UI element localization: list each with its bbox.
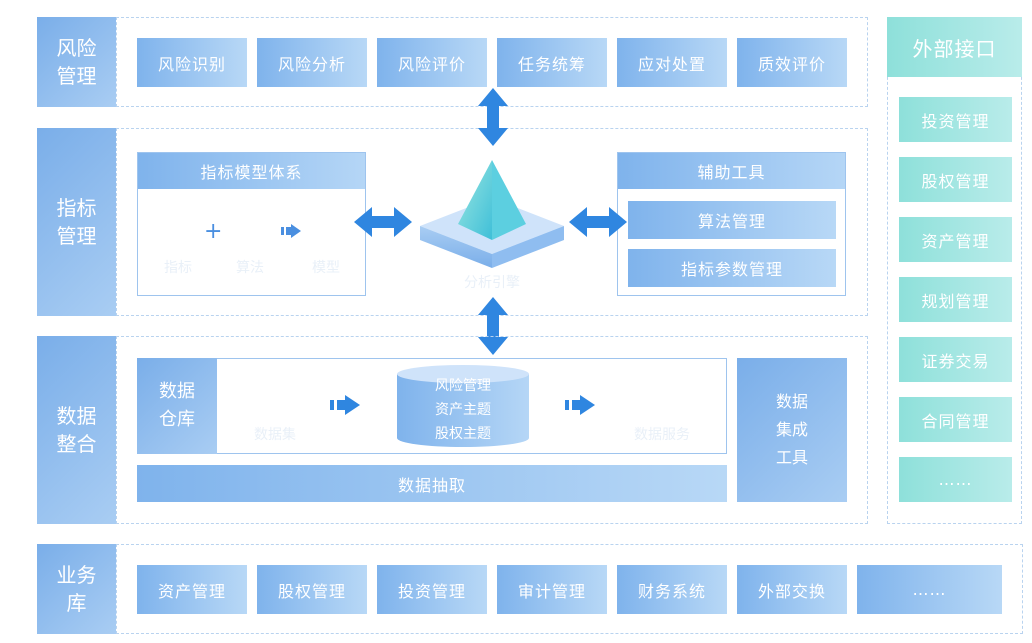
risk-item-button-3[interactable]: 风险评价 [377,38,487,87]
db-line-risk: 风险管理 [435,378,491,394]
faint-label-algorithm: 算法 [236,260,264,276]
external-item-button-5[interactable]: 证券交易 [899,337,1012,382]
indicator-model-panel: 指标模型体系 + 指标 算法 模型 [137,152,366,296]
indicator-param-management-button[interactable]: 指标参数管理 [628,249,836,287]
data-warehouse-label: 数据 仓库 [137,358,217,454]
aux-tools-title: 辅助工具 [618,153,845,189]
external-interface-title: 外部接口 [887,17,1022,77]
business-item-button-6[interactable]: 外部交换 [737,565,847,614]
data-row-container [116,336,868,524]
small-right-arrow-icon [281,224,301,238]
double-arrow-left-icon [354,207,412,237]
database-text: 风险管理 资产主题 股权主题 [395,374,531,446]
risk-item-button-6[interactable]: 质效评价 [737,38,847,87]
db-line-asset: 资产主题 [435,402,491,418]
row-label-risk: 风险 管理 [37,17,116,107]
data-extract-button[interactable]: 数据抽取 [137,465,727,502]
analysis-engine-pyramid-icon [420,160,564,268]
risk-item-button-2[interactable]: 风险分析 [257,38,367,87]
business-item-button-4[interactable]: 审计管理 [497,565,607,614]
faint-label-indicator: 指标 [164,260,192,276]
db-line-equity: 股权主题 [435,426,491,442]
double-arrow-top-icon [478,88,508,146]
indicator-model-title: 指标模型体系 [138,153,365,189]
business-item-button-5[interactable]: 财务系统 [617,565,727,614]
database-cylinder-icon [397,365,529,447]
faint-label-model: 模型 [312,260,340,276]
row-label-indicator: 指标 管理 [37,128,116,316]
external-item-button-3[interactable]: 资产管理 [899,217,1012,262]
business-item-button-7[interactable]: …… [857,565,1002,614]
business-item-button-1[interactable]: 资产管理 [137,565,247,614]
analysis-engine-label: 分析引擎 [464,275,520,291]
row-label-business: 业务 库 [37,544,116,634]
risk-item-button-1[interactable]: 风险识别 [137,38,247,87]
risk-item-button-5[interactable]: 应对处置 [617,38,727,87]
faint-dataset-label: 数据集 [254,427,296,443]
business-item-button-3[interactable]: 投资管理 [377,565,487,614]
plus-icon: + [204,219,223,244]
aux-tools-panel: 辅助工具 算法管理 指标参数管理 [617,152,846,296]
external-item-button-1[interactable]: 投资管理 [899,97,1012,142]
external-item-button-2[interactable]: 股权管理 [899,157,1012,202]
external-item-button-7[interactable]: …… [899,457,1012,502]
business-item-button-2[interactable]: 股权管理 [257,565,367,614]
row-label-data: 数据 整合 [37,336,116,524]
external-item-button-6[interactable]: 合同管理 [899,397,1012,442]
right-arrow-icon-1 [330,395,360,415]
external-interface-container [887,17,1022,524]
business-row-container [116,544,1023,634]
algorithm-management-button[interactable]: 算法管理 [628,201,836,239]
risk-item-button-4[interactable]: 任务统筹 [497,38,607,87]
faint-data-service-label: 数据服务 [634,427,690,443]
double-arrow-right-icon [569,207,627,237]
double-arrow-bottom-icon [478,297,508,355]
external-item-button-4[interactable]: 规划管理 [899,277,1012,322]
right-arrow-icon-2 [565,395,595,415]
data-integration-tool[interactable]: 数据 集成 工具 [737,358,847,502]
